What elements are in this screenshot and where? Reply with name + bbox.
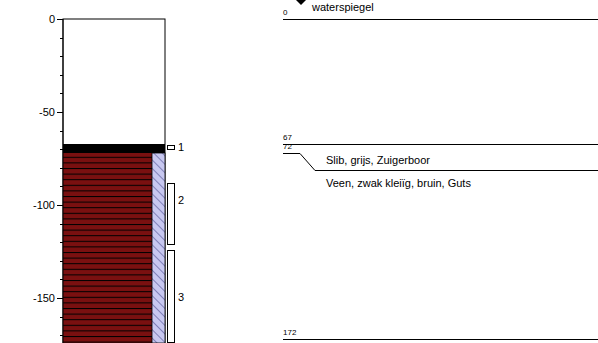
depth-line: [283, 19, 598, 20]
axis-tick: [57, 112, 63, 113]
depth-axis: [63, 19, 64, 343]
depth-value: 0: [283, 9, 287, 17]
axis-tick: [57, 19, 63, 20]
axis-tick: [60, 261, 63, 262]
layer-description: Slib, grijs, Zuigerboor: [326, 155, 430, 166]
axis-tick: [60, 317, 63, 318]
depth-value: 172: [283, 329, 296, 337]
axis-tick: [60, 38, 63, 39]
sample-box: [168, 184, 175, 245]
axis-value: -100: [33, 200, 55, 211]
sample-strip: [152, 153, 165, 343]
slib-layer: [63, 144, 165, 153]
axis-tick: [60, 75, 63, 76]
axis-tick: [60, 335, 63, 336]
sample-box: [168, 251, 175, 343]
depth-line: [283, 339, 598, 340]
axis-tick: [60, 131, 63, 132]
depth-line: [283, 144, 598, 145]
axis-tick: [60, 93, 63, 94]
sample-box: [168, 146, 175, 150]
axis-value: 0: [49, 14, 55, 25]
axis-ticks: [57, 20, 63, 336]
depth-value: 72: [283, 143, 292, 151]
peat-layer: [63, 153, 152, 343]
layer-description: Veen, zwak kleiïg, bruin, Guts: [326, 178, 471, 189]
depth-line: [283, 154, 598, 171]
axis-tick: [60, 242, 63, 243]
axis-tick: [60, 149, 63, 150]
axis-tick: [60, 279, 63, 280]
axis-value: -150: [33, 293, 55, 304]
sample-number: 1: [178, 142, 184, 153]
water-level-symbol: [296, 0, 306, 5]
axis-tick: [60, 224, 63, 225]
sample-number: 2: [178, 195, 184, 206]
axis-tick: [57, 205, 63, 206]
boring-column: [63, 19, 165, 343]
axis-tick: [57, 298, 63, 299]
axis-tick: [60, 56, 63, 57]
sample-number: 3: [178, 292, 184, 303]
depth-value: 67: [283, 134, 292, 142]
water-level-label: waterspiegel: [312, 1, 374, 12]
axis-value: -50: [39, 107, 55, 118]
axis-tick: [60, 168, 63, 169]
axis-tick: [60, 186, 63, 187]
